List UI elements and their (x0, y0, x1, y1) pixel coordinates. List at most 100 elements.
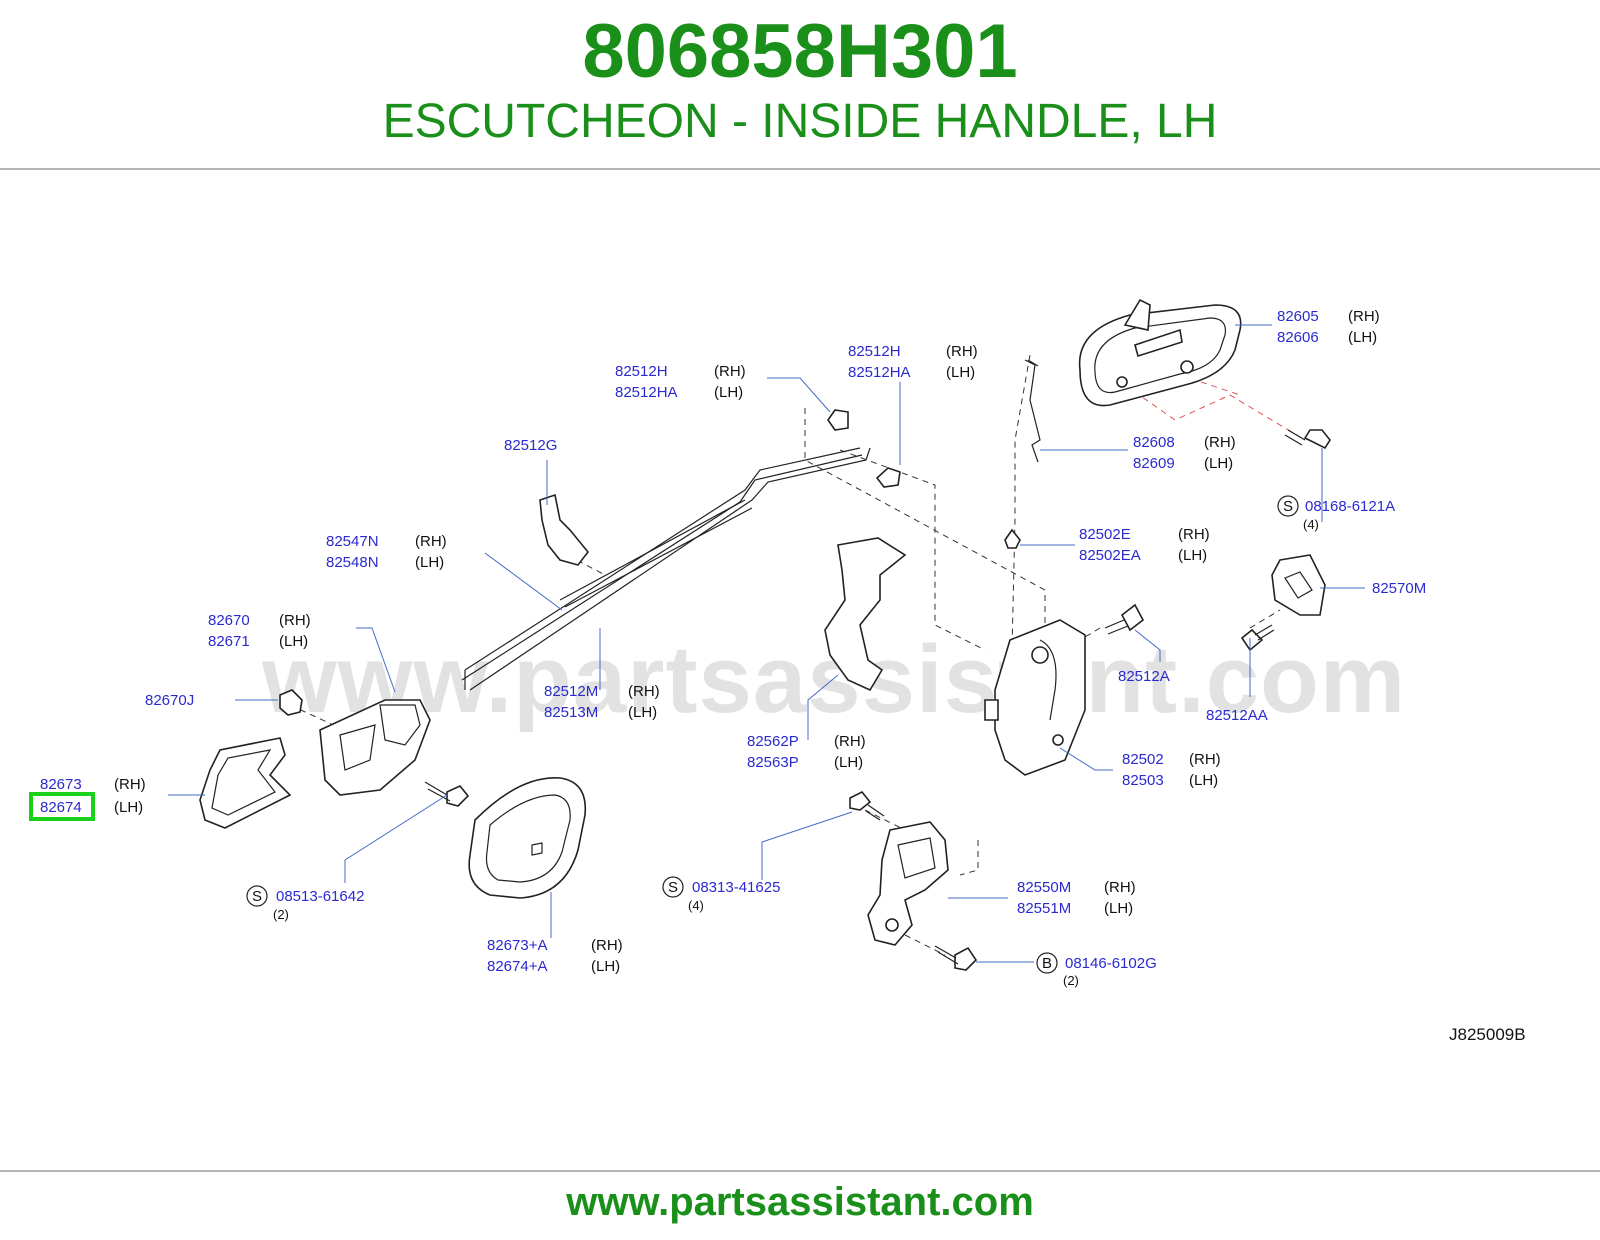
label-82502[interactable]: 82502 (1122, 751, 1164, 768)
label-82512ha-right[interactable]: 82512HA (848, 364, 911, 381)
label-82606[interactable]: 82606 (1277, 329, 1319, 346)
rod-82547n-inner (461, 454, 863, 681)
label-82512m[interactable]: 82512M (544, 683, 598, 700)
side-rh: (RH) (834, 733, 866, 750)
label-82550m[interactable]: 82550M (1017, 879, 1071, 896)
side-rh: (RH) (415, 533, 447, 550)
screw-08168-part (1284, 429, 1331, 450)
part-description: ESCUTCHEON - INSIDE HANDLE, LH (382, 95, 1218, 148)
label-82570m[interactable]: 82570M (1372, 580, 1426, 597)
label-08513-61642[interactable]: 08513-61642 (276, 888, 364, 905)
label-08168-6121a[interactable]: 08168-6121A (1305, 498, 1395, 515)
inside-handle-82670-part (319, 699, 431, 796)
label-08313-41625[interactable]: 08313-41625 (692, 879, 780, 896)
side-rh: (RH) (1189, 751, 1221, 768)
prefix-s-circle (246, 885, 268, 907)
label-82673-a[interactable]: 82673+A (487, 937, 547, 954)
side-rh: (RH) (1104, 879, 1136, 896)
label-82670[interactable]: 82670 (208, 612, 250, 629)
striker-82570m-part (1271, 554, 1326, 616)
side-rh: (RH) (714, 363, 746, 380)
grommet-82670j-part (279, 689, 303, 716)
door-lock-82502-part (984, 619, 1086, 776)
clip-82512h-left-part (827, 409, 849, 431)
outside-handle-part (1078, 298, 1242, 407)
side-lh: (LH) (714, 384, 743, 401)
side-rh: (RH) (279, 612, 311, 629)
header: 806858H301 ESCUTCHEON - INSIDE HANDLE, L… (0, 0, 1600, 170)
header-divider (0, 168, 1600, 170)
clip-82512g-part (539, 493, 590, 566)
label-82513m[interactable]: 82513M (544, 704, 598, 721)
side-lh: (LH) (628, 704, 657, 721)
bezel-82673a-part (468, 777, 587, 899)
label-82502e[interactable]: 82502E (1079, 526, 1131, 543)
label-82673[interactable]: 82673 (40, 776, 82, 793)
label-82551m[interactable]: 82551M (1017, 900, 1071, 917)
callout-labels: 82605 (RH) 82606 (LH) 82512H (RH) 82512H… (29, 308, 1526, 1044)
diagram-code: J825009B (1449, 1025, 1526, 1044)
side-lh: (LH) (946, 364, 975, 381)
prefix-s-circle (1277, 495, 1299, 517)
label-82503[interactable]: 82503 (1122, 772, 1164, 789)
actuator-82550m-part (867, 821, 949, 946)
label-82502ea[interactable]: 82502EA (1079, 547, 1141, 564)
part-number-title: 806858H301 (582, 9, 1018, 94)
qty-08513: (2) (273, 907, 289, 922)
label-82609[interactable]: 82609 (1133, 455, 1175, 472)
label-82562p[interactable]: 82562P (747, 733, 799, 750)
side-rh: (RH) (591, 937, 623, 954)
side-lh: (LH) (591, 958, 620, 975)
side-lh: (LH) (279, 633, 308, 650)
label-82674-a[interactable]: 82674+A (487, 958, 547, 975)
side-lh: (LH) (415, 554, 444, 571)
side-lh: (LH) (834, 754, 863, 771)
label-82674-highlighted[interactable]: 82674 (40, 799, 82, 816)
side-lh: (LH) (1189, 772, 1218, 789)
highlight-box (29, 792, 95, 821)
label-82512ha-left[interactable]: 82512HA (615, 384, 678, 401)
rod-82608-end (1027, 359, 1039, 367)
label-82670j[interactable]: 82670J (145, 692, 194, 709)
qty-08146: (2) (1063, 973, 1079, 988)
bolt-08146-part (934, 945, 978, 971)
label-08146-6102g[interactable]: 08146-6102G (1065, 955, 1157, 972)
rod-82547n-part (464, 447, 871, 691)
prefix-b: B (1042, 955, 1052, 972)
side-rh: (RH) (1178, 526, 1210, 543)
label-82512g[interactable]: 82512G (504, 437, 557, 454)
side-lh: (LH) (1178, 547, 1207, 564)
qty-08313: (4) (688, 898, 704, 913)
footer-url[interactable]: www.partsassistant.com (566, 1180, 1034, 1224)
label-82512h-right[interactable]: 82512H (848, 343, 901, 360)
label-82512h-left[interactable]: 82512H (615, 363, 668, 380)
label-82548n[interactable]: 82548N (326, 554, 379, 571)
qty-08168: (4) (1303, 517, 1319, 532)
screw-08513-part (424, 781, 470, 807)
label-82563p[interactable]: 82563P (747, 754, 799, 771)
bracket-82562p-part (824, 537, 907, 692)
label-82512aa[interactable]: 82512AA (1206, 707, 1268, 724)
screw-08313-part (849, 790, 885, 821)
prefix-b-circle (1036, 952, 1058, 974)
side-rh: (RH) (1204, 434, 1236, 451)
label-82671[interactable]: 82671 (208, 633, 250, 650)
label-82512a[interactable]: 82512A (1118, 668, 1170, 685)
side-rh: (RH) (946, 343, 978, 360)
label-82605[interactable]: 82605 (1277, 308, 1319, 325)
escutcheon-82674-part (199, 737, 292, 829)
side-lh: (LH) (1204, 455, 1233, 472)
bolt-82512aa-part (1240, 624, 1275, 652)
bolt-82512a-part (1104, 603, 1145, 635)
side-lh: (LH) (114, 799, 143, 816)
prefix-s: S (668, 879, 678, 896)
prefix-s: S (1283, 498, 1293, 515)
label-82608[interactable]: 82608 (1133, 434, 1175, 451)
clip-82512h-right-part (875, 467, 901, 488)
side-rh: (RH) (1348, 308, 1380, 325)
prefix-s-circle (662, 876, 684, 898)
leader-lines (168, 324, 1365, 963)
prefix-s: S (252, 888, 262, 905)
label-82547n[interactable]: 82547N (326, 533, 379, 550)
